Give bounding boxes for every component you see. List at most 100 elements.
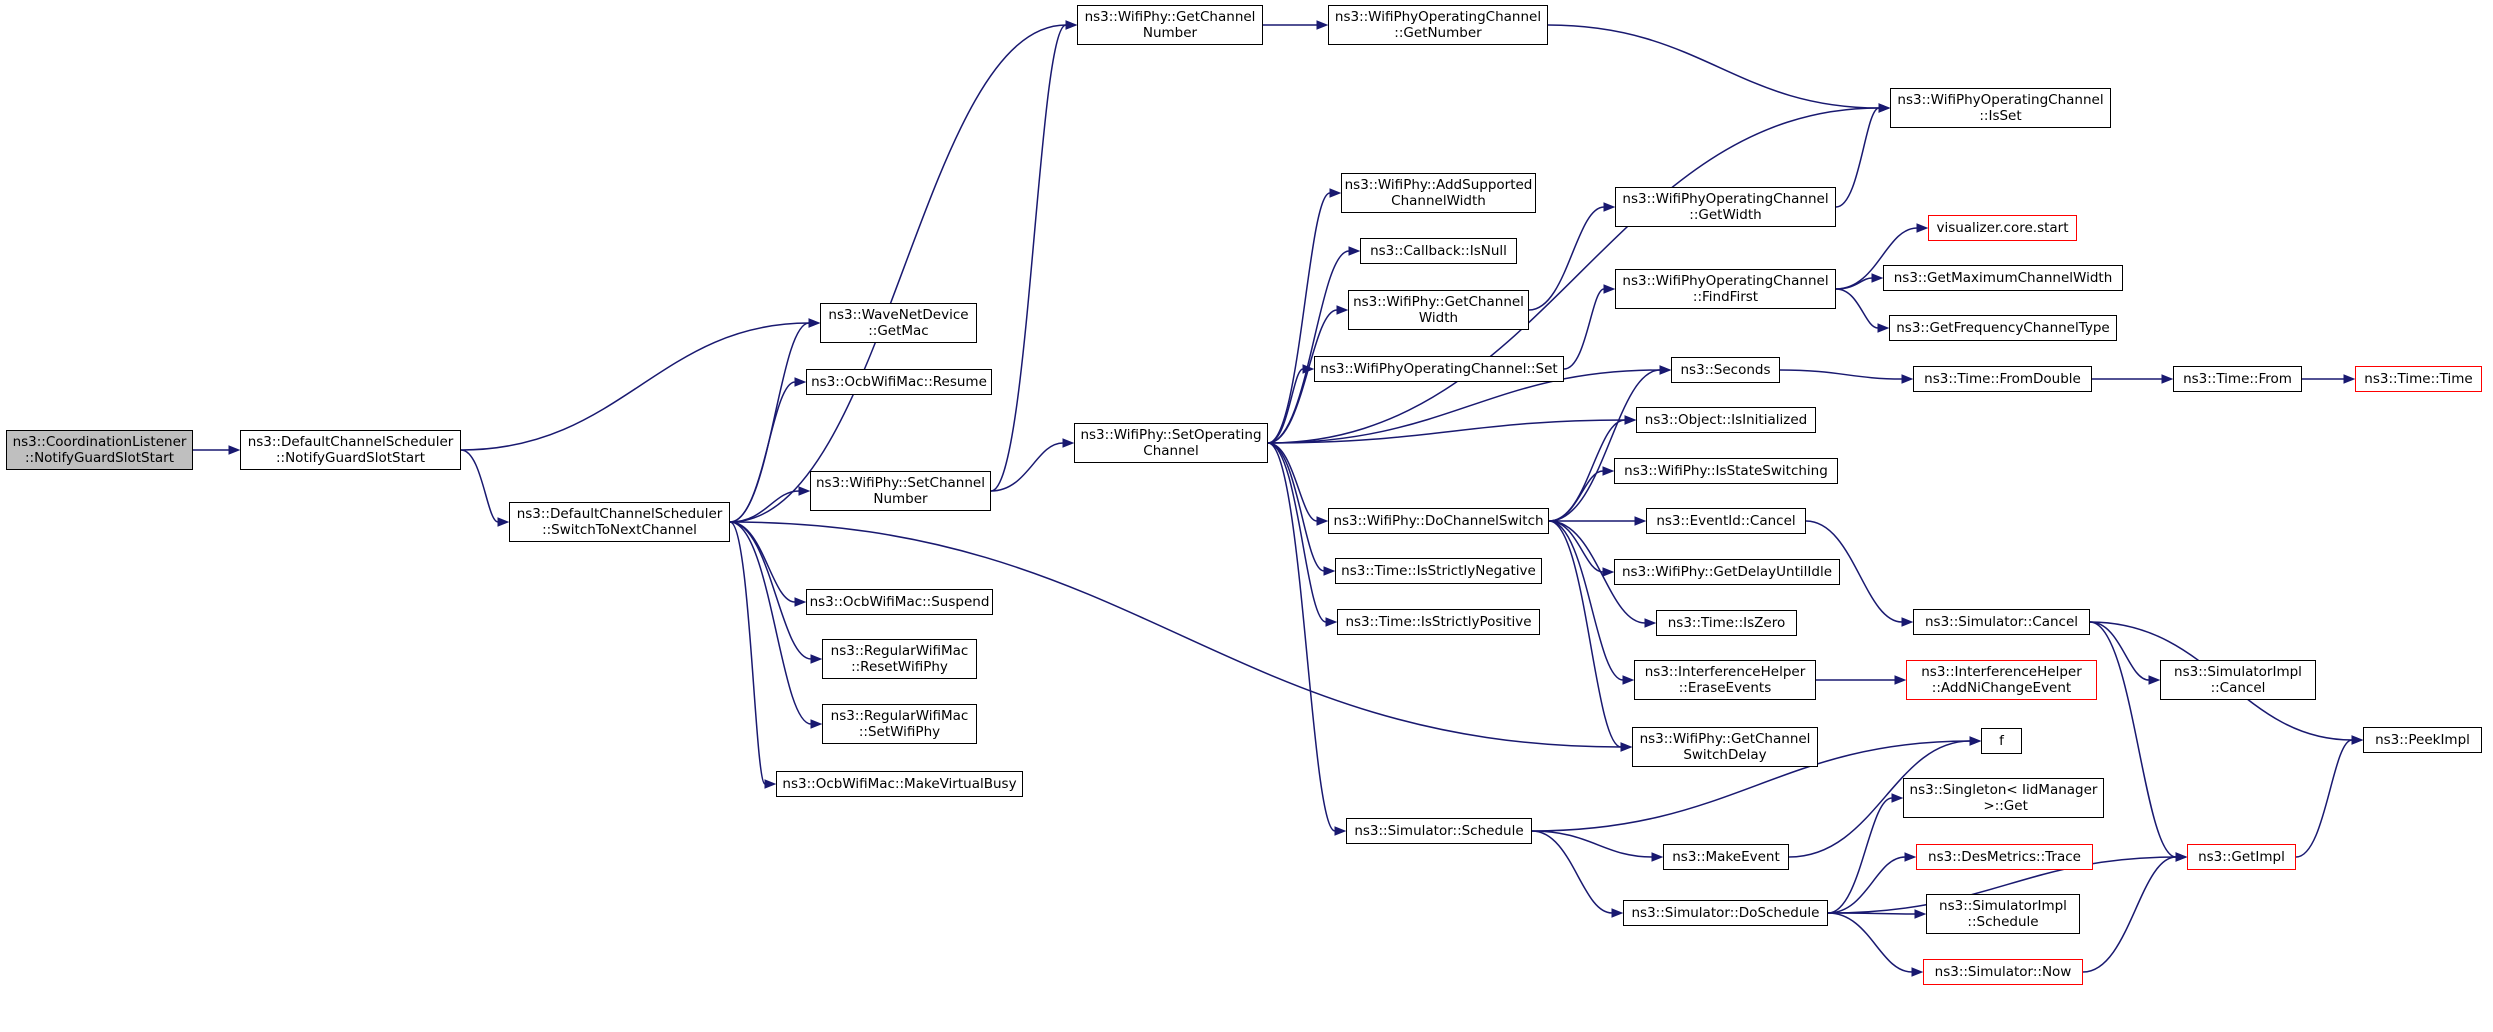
edge-wifiphy_setoperatingchannel-to-time_isstrictlypositive [1267,442,1327,623]
edge-simulator_doschedule-to-singleton_iidmanager_get [1827,797,1893,914]
node-wifiphy-getchannelnumber[interactable]: ns3::WifiPhy::GetChannel Number [1077,5,1263,45]
node-object-isinitialized[interactable]: ns3::Object::IsInitialized [1636,407,1816,433]
node-wifiphy-setchannelnumber[interactable]: ns3::WifiPhy::SetChannel Number [810,471,991,511]
node-simulator-cancel[interactable]: ns3::Simulator::Cancel [1913,609,2090,635]
arrowhead-wifiphy_setoperatingchannel-to-time_isstrictlypositive [1325,617,1338,627]
edge-getimpl-to-peekimpl [2295,739,2353,858]
node-defaultchannelscheduler-switchtonextchannel[interactable]: ns3::DefaultChannelScheduler ::SwitchToN… [509,502,730,542]
edge-defaultchannelscheduler_switchtonextchannel-to-wavenetdevice_getmac [729,322,810,523]
node-time-time[interactable]: ns3::Time::Time [2355,366,2482,392]
node-desmetrics-trace[interactable]: ns3::DesMetrics::Trace [1916,844,2093,870]
edge-defaultchannelscheduler_switchtonextchannel-to-wifiphy_getchannelswitchdelay [729,521,1622,748]
arrowhead-defaultchannelscheduler_switchtonextchannel-to-ocbwifimac_makevirtualbusy [764,779,777,789]
edge-wifiphy_setoperatingchannel-to-time_isstrictlynegative [1267,442,1325,572]
node-interferencehelper-eraseevents[interactable]: ns3::InterferenceHelper ::EraseEvents [1634,660,1816,700]
node-time-fromdouble[interactable]: ns3::Time::FromDouble [1913,366,2092,392]
node-f[interactable]: f [1981,728,2022,754]
node-wifiphy-dochannelswitch[interactable]: ns3::WifiPhy::DoChannelSwitch [1328,508,1549,534]
node-makeevent[interactable]: ns3::MakeEvent [1663,844,1789,870]
node-wifiphyoperatingchannel-findfirst[interactable]: ns3::WifiPhyOperatingChannel ::FindFirst [1615,269,1836,309]
node-getmaximumchannelwidth[interactable]: ns3::GetMaximumChannelWidth [1883,265,2123,291]
node-simulatorimpl-cancel[interactable]: ns3::SimulatorImpl ::Cancel [2160,660,2316,700]
arrowhead-defaultchannelscheduler_switchtonextchannel-to-wifiphy_setchannelnumber [798,486,811,496]
node-wifiphy-isstateswitching[interactable]: ns3::WifiPhy::IsStateSwitching [1614,458,1838,484]
node-wifiphyoperatingchannel-set[interactable]: ns3::WifiPhyOperatingChannel::Set [1314,356,1564,382]
edge-wifiphy_dochannelswitch-to-interferencehelper_eraseevents [1548,520,1624,681]
edge-wifiphy_setoperatingchannel-to-wifiphyoperatingchannel_isset [1267,107,1880,444]
arrowhead-wifiphy_setchannelnumber-to-wifiphy_setoperatingchannel [1062,438,1075,448]
node-simulatorimpl-schedule[interactable]: ns3::SimulatorImpl ::Schedule [1926,894,2080,934]
arrowhead-interferencehelper_eraseevents-to-interferencehelper_addnichangeevent [1894,675,1907,685]
edge-wifiphy_setchannelnumber-to-wifiphy_getchannelnumber [990,24,1067,492]
node-peekimpl[interactable]: ns3::PeekImpl [2363,727,2482,753]
node-seconds[interactable]: ns3::Seconds [1671,357,1780,383]
arrowhead-wifiphy_setoperatingchannel-to-simulator_schedule [1334,826,1347,836]
arrowhead-wifiphy_dochannelswitch-to-time_iszero [1644,618,1657,628]
edge-wifiphy_getchannelwidth-to-wifiphyoperatingchannel_getwidth [1528,206,1605,311]
arrowhead-wifiphy_dochannelswitch-to-object_isinitialized [1624,415,1637,425]
edge-simulator_doschedule-to-simulator_now [1827,912,1913,973]
arrowhead-wifiphy_setoperatingchannel-to-wifiphy_getchannelwidth [1336,305,1349,315]
node-callback-isnull[interactable]: ns3::Callback::IsNull [1360,238,1517,264]
node-simulator-now[interactable]: ns3::Simulator::Now [1923,959,2083,985]
node-time-isstrictlypositive[interactable]: ns3::Time::IsStrictlyPositive [1337,609,1540,635]
edge-wifiphy_dochannelswitch-to-wifiphy_getchannelswitchdelay [1548,520,1622,748]
node-ocbwifimac-resume[interactable]: ns3::OcbWifiMac::Resume [806,369,992,395]
node-singleton-iidmanager-get[interactable]: ns3::Singleton< IidManager >::Get [1903,778,2104,818]
edge-wifiphy_setoperatingchannel-to-wifiphyoperatingchannel_set [1267,368,1304,444]
node-simulator-schedule[interactable]: ns3::Simulator::Schedule [1346,818,1532,844]
arrowhead-simulator_doschedule-to-desmetrics_trace [1904,852,1917,862]
node-ocbwifimac-makevirtualbusy[interactable]: ns3::OcbWifiMac::MakeVirtualBusy [776,771,1023,797]
node-wifiphy-getchannelwidth[interactable]: ns3::WifiPhy::GetChannel Width [1348,290,1529,330]
arrowhead-defaultchannelscheduler_notifyguardslotstart-to-defaultchannelscheduler_switchtonextchannel [497,517,510,527]
node-wifiphyoperatingchannel-getwidth[interactable]: ns3::WifiPhyOperatingChannel ::GetWidth [1615,187,1836,227]
node-visualizer-core-start[interactable]: visualizer.core.start [1928,215,2077,241]
edge-simulator_schedule-to-makeevent [1531,830,1653,858]
arrowhead-simulator_schedule-to-makeevent [1651,852,1664,862]
node-getfrequencychanneltype[interactable]: ns3::GetFrequencyChannelType [1889,315,2117,341]
node-ocbwifimac-suspend[interactable]: ns3::OcbWifiMac::Suspend [806,589,993,615]
arrowhead-wifiphy_dochannelswitch-to-seconds [1659,365,1672,375]
arrowhead-defaultchannelscheduler_switchtonextchannel-to-regularwifimac_resetwifiphy [810,654,823,664]
edge-wifiphy_dochannelswitch-to-seconds [1548,369,1661,522]
node-regularwifimac-setwifiphy[interactable]: ns3::RegularWifiMac ::SetWifiPhy [822,704,977,744]
node-time-iszero[interactable]: ns3::Time::IsZero [1656,610,1797,636]
node-getimpl[interactable]: ns3::GetImpl [2187,844,2296,870]
arrowhead-simulator_doschedule-to-simulatorimpl_schedule [1914,909,1927,919]
edge-wifiphy_dochannelswitch-to-time_iszero [1548,520,1646,624]
edge-wifiphy_setchannelnumber-to-wifiphy_setoperatingchannel [990,442,1064,492]
node-interferencehelper-addnichangeevent[interactable]: ns3::InterferenceHelper ::AddNiChangeEve… [1906,660,2097,700]
arrowhead-wifiphyoperatingchannel_findfirst-to-getfrequencychanneltype [1877,323,1890,333]
edge-simulator_schedule-to-f [1531,740,1971,832]
node-regularwifimac-resetwifiphy[interactable]: ns3::RegularWifiMac ::ResetWifiPhy [822,639,977,679]
node-eventid-cancel[interactable]: ns3::EventId::Cancel [1646,508,1806,534]
node-defaultchannelscheduler-notifyguardslotstart[interactable]: ns3::DefaultChannelScheduler ::NotifyGua… [240,430,461,470]
arrowhead-wifiphy_getchannelwidth-to-wifiphyoperatingchannel_getwidth [1603,202,1616,212]
edge-simulator_now-to-getimpl [2082,856,2177,973]
edge-wifiphyoperatingchannel_set-to-wifiphyoperatingchannel_findfirst [1563,288,1605,370]
node-simulator-doschedule[interactable]: ns3::Simulator::DoSchedule [1623,900,1828,926]
arrowhead-wifiphy_dochannelswitch-to-wifiphy_getchannelswitchdelay [1620,742,1633,752]
arrowhead-wifiphy_setoperatingchannel-to-wifiphy_addsupportedchannelwidth [1329,188,1342,198]
edge-seconds-to-time_fromdouble [1779,369,1903,380]
node-wifiphy-getchannelswitchdelay[interactable]: ns3::WifiPhy::GetChannel SwitchDelay [1632,727,1818,767]
node-coordinationlistener-notifyguardslotstart: ns3::CoordinationListener ::NotifyGuardS… [6,430,193,470]
arrowhead-wifiphy_dochannelswitch-to-eventid_cancel [1634,516,1647,526]
node-wifiphyoperatingchannel-isset[interactable]: ns3::WifiPhyOperatingChannel ::IsSet [1890,88,2111,128]
node-wifiphy-getdelayuntilidle[interactable]: ns3::WifiPhy::GetDelayUntilIdle [1614,559,1840,585]
edge-simulator_doschedule-to-getimpl [1827,856,2177,914]
node-time-isstrictlynegative[interactable]: ns3::Time::IsStrictlyNegative [1335,558,1542,584]
node-time-from[interactable]: ns3::Time::From [2173,366,2302,392]
edge-simulator_doschedule-to-desmetrics_trace [1827,856,1906,914]
edge-eventid_cancel-to-simulator_cancel [1805,520,1903,623]
node-wifiphyoperatingchannel-getnumber[interactable]: ns3::WifiPhyOperatingChannel ::GetNumber [1328,5,1548,45]
arrowhead-time_fromdouble-to-time_from [2161,374,2174,384]
arrowhead-wifiphyoperatingchannel_getwidth-to-wifiphyoperatingchannel_isset [1878,103,1891,113]
arrowhead-wifiphy_dochannelswitch-to-wifiphy_isstateswitching [1602,466,1615,476]
node-wifiphy-setoperatingchannel[interactable]: ns3::WifiPhy::SetOperating Channel [1074,423,1268,463]
edge-wifiphy_setoperatingchannel-to-seconds [1267,369,1661,444]
node-wavenetdevice-getmac[interactable]: ns3::WaveNetDevice ::GetMac [820,303,977,343]
node-wifiphy-addsupportedchannelwidth[interactable]: ns3::WifiPhy::AddSupported ChannelWidth [1341,173,1536,213]
arrowhead-wifiphyoperatingchannel_findfirst-to-visualizer_core_start [1916,223,1929,233]
